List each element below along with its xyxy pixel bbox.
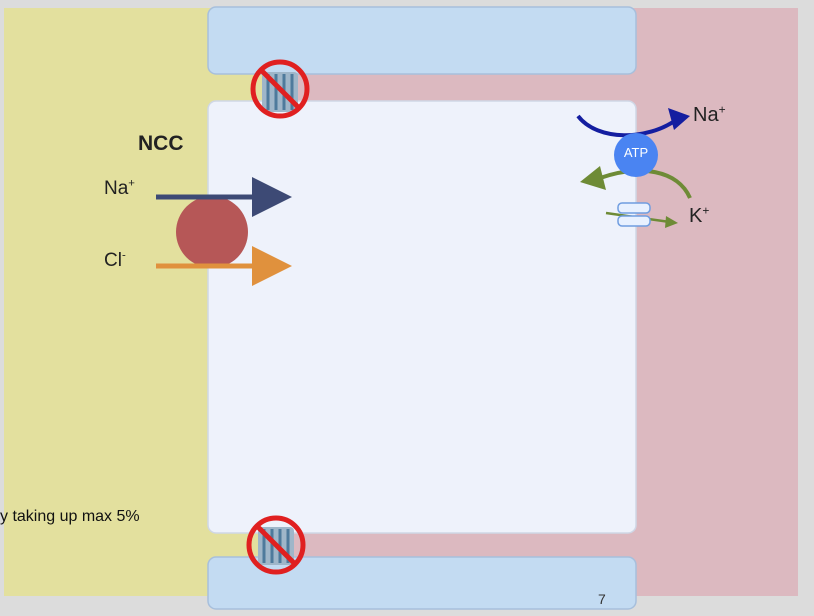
k-channel-arrowhead — [665, 216, 678, 228]
upper-neighbor-cell — [207, 6, 637, 75]
na-charge: + — [128, 177, 135, 190]
na-text: Na — [104, 178, 129, 199]
k-influx-arrow — [599, 168, 692, 199]
k-ion-label: K+ — [689, 203, 710, 228]
cl-charge: - — [121, 249, 126, 262]
page-number: 7 — [598, 591, 606, 607]
upper-tight-junction — [250, 59, 310, 119]
prohibition-icon — [246, 515, 306, 575]
k-influx-arrowhead — [580, 166, 606, 190]
ncc-label: NCC — [138, 132, 184, 155]
cl-ion-label: Cl- — [104, 250, 126, 272]
cl-text: Cl — [104, 250, 122, 271]
na-efflux-arrowhead — [668, 108, 690, 130]
slide-caption-fragment: y taking up max 5% — [0, 508, 140, 525]
na-ion-label-right: Na+ — [693, 102, 726, 127]
na-charge: + — [718, 102, 726, 117]
k-text: K — [689, 205, 703, 227]
na-ion-label-left: Na+ — [104, 178, 135, 200]
na-text: Na — [693, 104, 719, 126]
k-charge: + — [702, 203, 710, 218]
prohibition-icon — [250, 59, 310, 119]
ncc-transporter — [176, 196, 248, 268]
atp-label: ATP — [623, 145, 649, 160]
lower-neighbor-cell — [207, 556, 637, 610]
lower-tight-junction — [246, 515, 306, 575]
na-efflux-arrow — [576, 114, 678, 138]
potassium-channel-icon — [617, 202, 651, 227]
epithelial-cell — [207, 100, 637, 534]
atp-pump-icon — [614, 133, 658, 177]
